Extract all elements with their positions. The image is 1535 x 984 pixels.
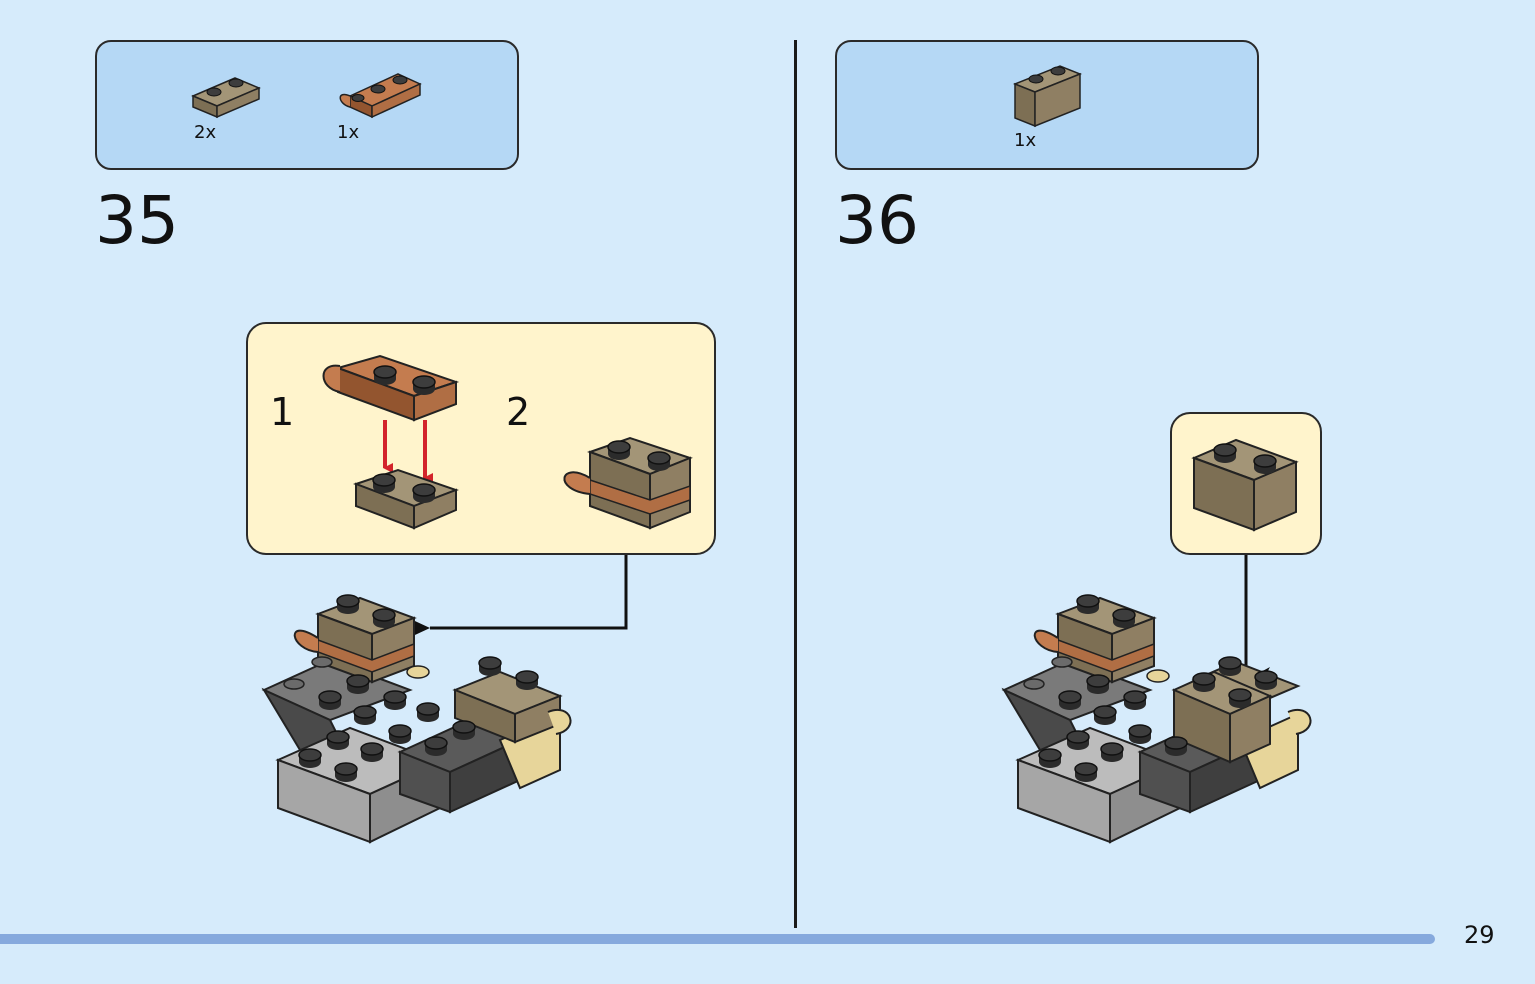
step-36-part-1-qty: 1x	[1014, 130, 1037, 151]
step-35-parts-box	[95, 40, 519, 170]
part-clip-plate-brown-icon	[339, 73, 422, 119]
step-35-part-1-qty: 2x	[194, 122, 217, 143]
callout-plate-dark-tan	[353, 468, 459, 530]
step-36-number: 36	[835, 182, 919, 259]
callout-clip-plate	[322, 354, 460, 422]
callout-brick-dark-tan	[1191, 438, 1299, 532]
page-number: 29	[1464, 921, 1495, 949]
callout-sub-step-2: 2	[506, 390, 531, 434]
callout-assembled-stack	[563, 436, 693, 530]
callout-sub-step-1: 1	[270, 390, 295, 434]
step-35-number: 35	[95, 182, 179, 259]
callout-35-pointer-arrow	[402, 555, 628, 641]
step-35-model	[261, 594, 572, 844]
page-divider	[794, 40, 797, 928]
footer-bar	[0, 934, 1435, 944]
part-plate-dark-tan-icon	[191, 77, 261, 119]
step-36-parts-box	[835, 40, 1259, 170]
part-brick-dark-tan-icon	[1012, 65, 1083, 128]
step-36-model	[1001, 594, 1312, 844]
step-35-part-2-qty: 1x	[337, 122, 360, 143]
